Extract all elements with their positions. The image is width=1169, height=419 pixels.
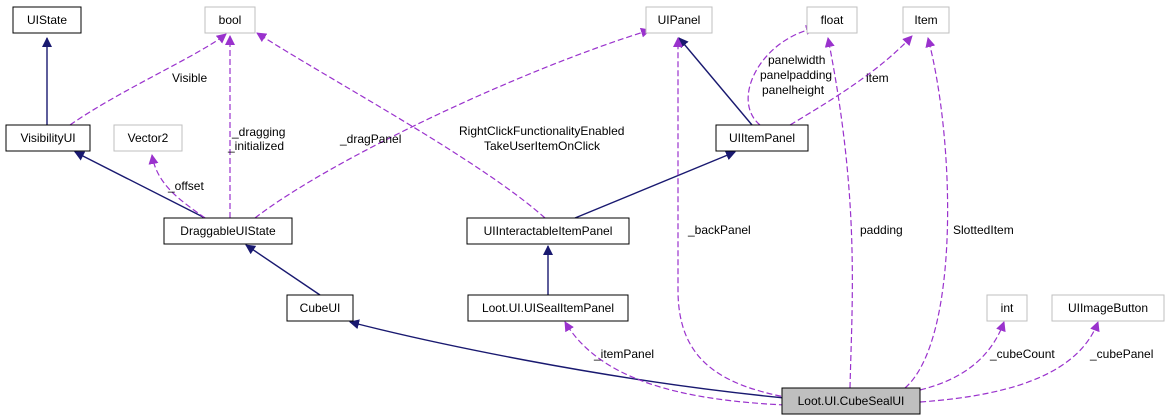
edge-cubesealui-to-int [919, 321, 1006, 391]
class-node-uiitempanel[interactable]: UIItemPanel [715, 124, 809, 152]
class-node-label: Vector2 [128, 131, 169, 145]
label-panelpadding: panelpadding [760, 68, 832, 82]
class-node-label: bool [219, 13, 242, 27]
class-node-item[interactable]: Item [902, 6, 950, 34]
edge-cubesealui-to-uipanel [673, 37, 791, 399]
class-node-label: float [821, 13, 844, 27]
edge-uiitempanel-to-float [747, 25, 816, 126]
class-node-label: UIPanel [658, 13, 701, 27]
class-node-label: Item [914, 13, 937, 27]
class-node-label: UIImageButton [1068, 301, 1148, 315]
label-rightclick: RightClickFunctionalityEnabled [459, 124, 624, 138]
label-cubepanel: _cubePanel [1089, 347, 1153, 361]
edge-uiinteractable-to-uiitempanel [574, 150, 736, 219]
class-node-cubesealui[interactable]: Loot.UI.CubeSealUI [781, 387, 921, 415]
class-node-label: VisibilityUI [20, 131, 75, 145]
class-node-label: UIInteractableItemPanel [484, 224, 613, 238]
class-node-label: Loot.UI.CubeSealUI [798, 394, 905, 408]
label-slotteditem: SlottedItem [953, 223, 1014, 237]
label-cubecount: _cubeCount [989, 347, 1055, 361]
class-node-label: UIState [27, 13, 67, 27]
class-node-draggableuistate[interactable]: DraggableUIState [163, 217, 293, 245]
edge-visibilityui-to-bool [69, 33, 227, 126]
label-panelheight: panelheight [762, 83, 825, 97]
edge-draggableuistate-to-vector2 [148, 154, 206, 219]
edge-uiitempanel-to-item [789, 35, 913, 126]
label-dragpanel: _dragPanel [339, 132, 401, 146]
edge-uiinteractable-to-bool [256, 32, 546, 219]
class-node-uiimagebutton[interactable]: UIImageButton [1051, 294, 1165, 322]
class-node-label: Loot.UI.UISealItemPanel [482, 301, 614, 315]
edge-draggableuistate-to-uipanel [254, 27, 651, 219]
class-node-int[interactable]: int [986, 294, 1028, 322]
edge-cubesealui-to-uiimagebutton [919, 321, 1100, 403]
label-visible: Visible [172, 71, 207, 85]
edge-uiitempanel-to-uipanel [678, 37, 753, 126]
label-backpanel: _backPanel [687, 223, 751, 237]
edge-cubesealui-to-uisealitempanel [564, 321, 786, 406]
class-node-bool[interactable]: bool [204, 6, 256, 34]
label-itempanel: _itemPanel [593, 347, 654, 361]
label-dragging: _dragging [231, 125, 285, 139]
class-node-label: int [1001, 301, 1014, 315]
class-node-vector2[interactable]: Vector2 [113, 124, 183, 152]
label-initialized: _initialized [227, 139, 284, 153]
label-takeuser: TakeUserItemOnClick [484, 139, 601, 153]
label-offset: _offset [167, 179, 204, 193]
label-panelwidth: panelwidth [768, 53, 825, 67]
edge-cubesealui-to-item [904, 37, 949, 389]
class-node-uiinteractableitempanel[interactable]: UIInteractableItemPanel [466, 217, 630, 245]
edge-cubesealui-to-float [824, 37, 853, 389]
edge-draggableuistate-to-visibilityui [74, 151, 206, 219]
edge-cubesealui-to-cubeui [349, 319, 786, 399]
class-node-label: DraggableUIState [180, 224, 276, 238]
label-padding: padding [860, 223, 903, 237]
class-node-visibilityui[interactable]: VisibilityUI [5, 124, 91, 152]
class-node-uipanel[interactable]: UIPanel [645, 6, 713, 34]
class-node-label: UIItemPanel [729, 131, 795, 145]
class-node-uistate[interactable]: UIState [12, 6, 82, 34]
class-node-uisealitempanel[interactable]: Loot.UI.UISealItemPanel [467, 294, 629, 322]
class-node-cubeui[interactable]: CubeUI [286, 294, 354, 322]
class-node-label: CubeUI [300, 301, 341, 315]
label-item: item [866, 71, 889, 85]
edge-cubeui-to-draggableuistate [245, 244, 321, 296]
class-node-float[interactable]: float [806, 6, 858, 34]
